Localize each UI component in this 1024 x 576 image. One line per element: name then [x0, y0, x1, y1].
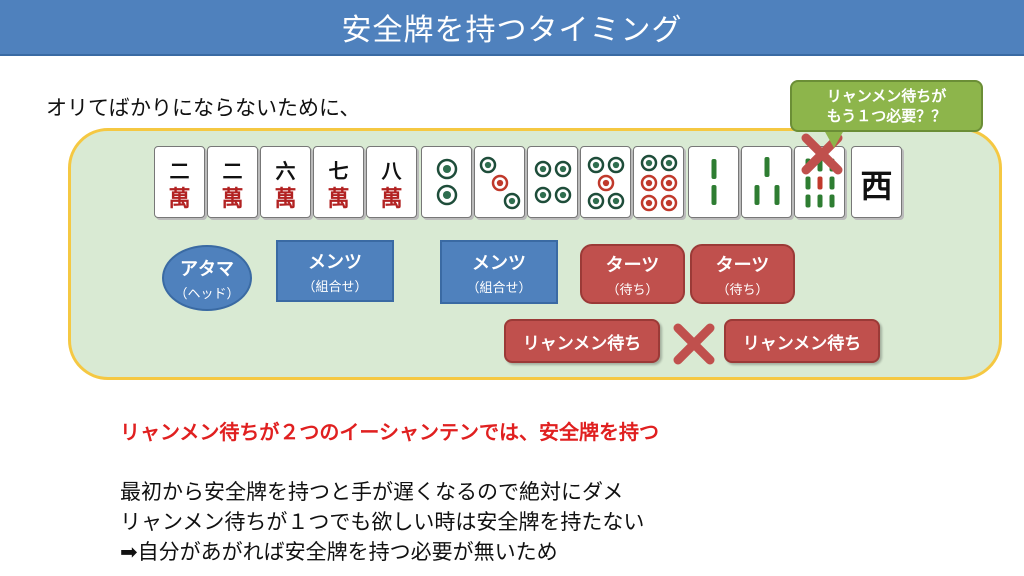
pin-3-icon	[479, 156, 521, 210]
tile-sou-2	[688, 146, 739, 218]
sou-stick	[805, 176, 811, 190]
pin-dot	[491, 174, 509, 192]
pin-dot	[503, 192, 521, 210]
sou-2-icon	[711, 159, 717, 205]
tile-man-8: 八 萬	[366, 146, 417, 218]
sou-stick	[764, 157, 770, 177]
emphasis-text: リャンメン待ちが２つのイーシャンテンでは、安全牌を持つ	[120, 420, 659, 444]
sou-stick	[829, 194, 835, 208]
callout-line1: リャンメン待ちが	[826, 87, 947, 105]
pin-dot	[660, 194, 678, 212]
cross-mark-icon	[673, 323, 715, 365]
pin-dot	[660, 154, 678, 172]
sou-stick	[805, 194, 811, 208]
pin-dot	[640, 174, 658, 192]
body-line-1: 最初から安全牌を持つと手が遅くなるので絶対にダメ	[120, 480, 624, 504]
taatsu-box-2: ターツ （待ち）	[690, 244, 795, 304]
pin-6-icon	[640, 154, 678, 212]
pin-5-icon	[587, 156, 625, 210]
sou-3-icon	[754, 157, 780, 205]
tile-pin-4	[527, 146, 578, 218]
tile-man-7: 七 萬	[313, 146, 364, 218]
sou-stick	[711, 185, 717, 205]
ryanmen-box-right: リャンメン待ち	[724, 319, 880, 363]
sou-stick	[817, 176, 823, 190]
tile-pin-6	[633, 146, 684, 218]
mentsu-box-2: メンツ （組合せ）	[440, 240, 558, 304]
sou-stick	[829, 176, 835, 190]
pin-dot	[479, 156, 497, 174]
pin-dot	[607, 156, 625, 174]
body-line-3: ➡自分があがれば安全牌を持つ必要が無いため	[120, 540, 558, 564]
callout-tail	[824, 130, 844, 148]
tile-pin-3	[474, 146, 525, 218]
pin-dot	[587, 192, 605, 210]
pin-2-icon	[436, 158, 458, 206]
callout-bubble: リャンメン待ちが もう１つ必要？？	[790, 80, 983, 132]
mentsu-box-1: メンツ （組合せ）	[276, 240, 394, 302]
sou-stick	[774, 185, 780, 205]
body-line-2: リャンメン待ちが１つでも欲しい時は安全牌を持たない	[120, 510, 645, 534]
pin-dot	[554, 186, 572, 204]
pin-dot	[587, 156, 605, 174]
sou-stick	[817, 194, 823, 208]
tile-sou-3	[741, 146, 792, 218]
pin-dot	[436, 158, 458, 180]
atama-ellipse: アタマ （ヘッド）	[162, 245, 252, 311]
pin-dot	[597, 174, 615, 192]
pin-4-icon	[534, 160, 572, 204]
title-bar: 安全牌を持つタイミング	[0, 0, 1024, 56]
pin-dot	[607, 192, 625, 210]
tile-man-2: 二 萬	[207, 146, 258, 218]
tile-man-2: 二 萬	[154, 146, 205, 218]
taatsu-box-1: ターツ （待ち）	[580, 244, 685, 304]
page-title: 安全牌を持つタイミング	[341, 13, 683, 48]
tile-pin-2	[421, 146, 472, 218]
pin-dot	[436, 184, 458, 206]
intro-text: オリてばかりにならないために、	[46, 96, 361, 120]
tile-honor-west: 西	[851, 146, 902, 218]
pin-dot	[554, 160, 572, 178]
sou-stick	[754, 185, 760, 205]
sou-stick	[711, 159, 717, 179]
pin-dot	[534, 160, 552, 178]
pin-dot	[640, 194, 658, 212]
tile-man-6: 六 萬	[260, 146, 311, 218]
callout-line2: もう１つ必要？？	[826, 107, 947, 125]
tile-pin-5	[580, 146, 631, 218]
pin-dot	[640, 154, 658, 172]
ryanmen-box-left: リャンメン待ち	[504, 319, 660, 363]
pin-dot	[534, 186, 552, 204]
pin-dot	[660, 174, 678, 192]
